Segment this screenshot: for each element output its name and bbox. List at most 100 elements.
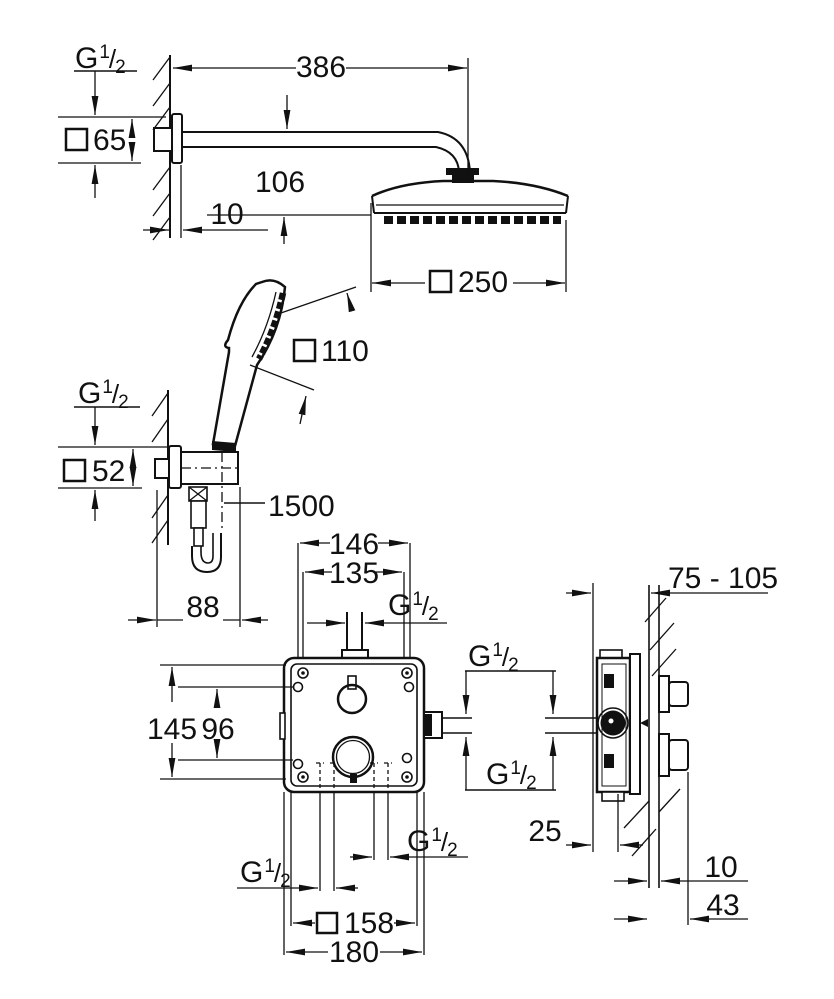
cartridge-notch <box>347 675 357 690</box>
head-dome <box>371 179 569 198</box>
dim-depth-range: 75 - 105 <box>566 562 778 597</box>
dim-front-offset-value: 25 <box>528 815 561 848</box>
thread-label: G1/2 <box>78 377 129 413</box>
body-bottom <box>601 791 625 802</box>
dim-side-port-thread-bottom: G1/2 <box>462 737 557 794</box>
dim-wall-thickness: 10 <box>614 851 748 885</box>
upper-cartridge-opening <box>336 683 368 715</box>
hand-shower-spray-face <box>256 292 287 361</box>
dim-hand-face: 110 <box>249 286 369 425</box>
dim-depth-range-value: 75 - 105 <box>668 562 778 595</box>
hose-cone <box>193 527 204 547</box>
hose-nut <box>190 500 207 529</box>
lower-cartridge-ring <box>335 739 371 775</box>
dim-box-inner-width-value: 135 <box>329 557 379 590</box>
shower-arm-top <box>182 131 471 173</box>
holder-thread-tail <box>154 458 170 479</box>
side-port-stub-dark <box>424 714 432 736</box>
cartridge <box>600 710 626 736</box>
thread-label: G1/2 <box>486 758 537 794</box>
dim-cover-size-value: 158 <box>344 907 394 940</box>
temp-marker <box>640 719 648 727</box>
shower-hose <box>191 533 222 574</box>
wall-hatch <box>151 392 169 544</box>
shower-hose-inner <box>200 533 214 564</box>
dim-head-size-value: 250 <box>458 266 508 299</box>
dim-box-height-value: 145 <box>147 713 197 746</box>
dim-arm-drop-value: 106 <box>255 166 305 199</box>
hand-shower-connector <box>212 441 236 452</box>
dim-holder-depth: 88 <box>128 487 268 627</box>
wall-hatch <box>623 597 681 857</box>
dim-bottom-port-left: G1/2 <box>237 856 358 892</box>
thread-label: G1/2 <box>75 42 126 78</box>
holder-flange <box>168 445 182 489</box>
dim-flange-value: 65 <box>93 124 126 157</box>
arm-flange <box>171 113 183 164</box>
dim-projection: 43 <box>614 772 748 925</box>
mounting-plate <box>629 653 641 795</box>
shower-arm-bottom <box>182 146 460 173</box>
dim-arm-length: 386 <box>173 51 469 180</box>
cartridge-outline <box>597 707 629 739</box>
square-symbol <box>292 338 317 363</box>
square-symbol <box>62 458 87 483</box>
dim-bottom-port-right: G1/2 <box>350 825 468 861</box>
dim-hole-spacing: 96 <box>178 686 293 761</box>
dim-hole-spacing-value: 96 <box>201 713 234 746</box>
arm-thread-tail <box>153 127 173 152</box>
dim-hose-length: 1500 <box>224 490 335 523</box>
arm-joint-nut <box>446 168 479 175</box>
square-symbol <box>315 911 339 935</box>
dim-flange-65: 65 <box>58 116 166 198</box>
hand-shower-face-line <box>251 291 277 358</box>
dim-hand-face-value: 110 <box>321 335 369 368</box>
wall-hatch <box>152 56 171 241</box>
square-symbol <box>64 127 89 152</box>
thread-label: G1/2 <box>240 856 291 892</box>
spray-nozzles <box>384 216 561 224</box>
dim-box-outer-width-value: 146 <box>329 528 379 561</box>
thread-label: G1/2 <box>388 589 439 625</box>
dim-box-total-width-value: 180 <box>329 936 379 969</box>
lower-notch <box>350 774 357 783</box>
dim-front-offset: 25 <box>528 794 643 852</box>
dim-holder-depth-value: 88 <box>186 591 219 624</box>
dim-box-inner-width: 135 <box>305 557 402 590</box>
arm-joint-nut2 <box>452 175 474 183</box>
side-tab <box>279 712 286 740</box>
dim-projection-value: 43 <box>706 889 739 922</box>
dim-top-port-thread: G1/2 <box>307 589 447 627</box>
cartridge-dot <box>608 718 614 724</box>
thread-label: G1/2 <box>468 640 519 676</box>
rough-in-box-inner <box>290 663 418 787</box>
hand-shower-view: 110 G1/2 52 1500 <box>58 279 369 627</box>
dim-wall-thickness-value: 10 <box>704 851 737 884</box>
dim-arm-length-value: 386 <box>296 51 346 84</box>
handle-knobs <box>658 675 689 777</box>
head-rim-right <box>565 195 569 214</box>
mounting-holes <box>292 667 415 783</box>
body-detail <box>604 754 614 768</box>
dim-box-outer-width: 146 <box>300 528 408 561</box>
bottom-ports-hidden <box>316 762 392 792</box>
dim-cover-size: 158 <box>293 907 415 940</box>
head-rim-left <box>371 195 375 214</box>
hand-shower <box>211 279 287 448</box>
dim-holder-thread: G1/2 <box>74 377 140 445</box>
dim-head-size: 250 <box>370 203 567 299</box>
dim-wall-gap: 10 <box>143 165 268 238</box>
dim-wall-gap-value: 10 <box>210 198 243 231</box>
dim-arm-drop: 106 <box>207 95 371 244</box>
dim-box-total-width: 180 <box>286 936 422 969</box>
mixer-side-view: 75 - 105 <box>528 562 778 925</box>
body-detail <box>604 674 614 688</box>
dim-holder-flange-value: 52 <box>92 455 125 488</box>
dim-side-port-thread-top: G1/2 <box>462 640 557 714</box>
thread-label: G1/2 <box>407 825 458 861</box>
dim-hose-length-value: 1500 <box>268 490 335 523</box>
head-shower-view: G1/2 65 386 106 <box>58 42 569 299</box>
dim-box-height: 145 <box>147 664 286 780</box>
dim-holder-flange: 52 <box>58 446 168 521</box>
